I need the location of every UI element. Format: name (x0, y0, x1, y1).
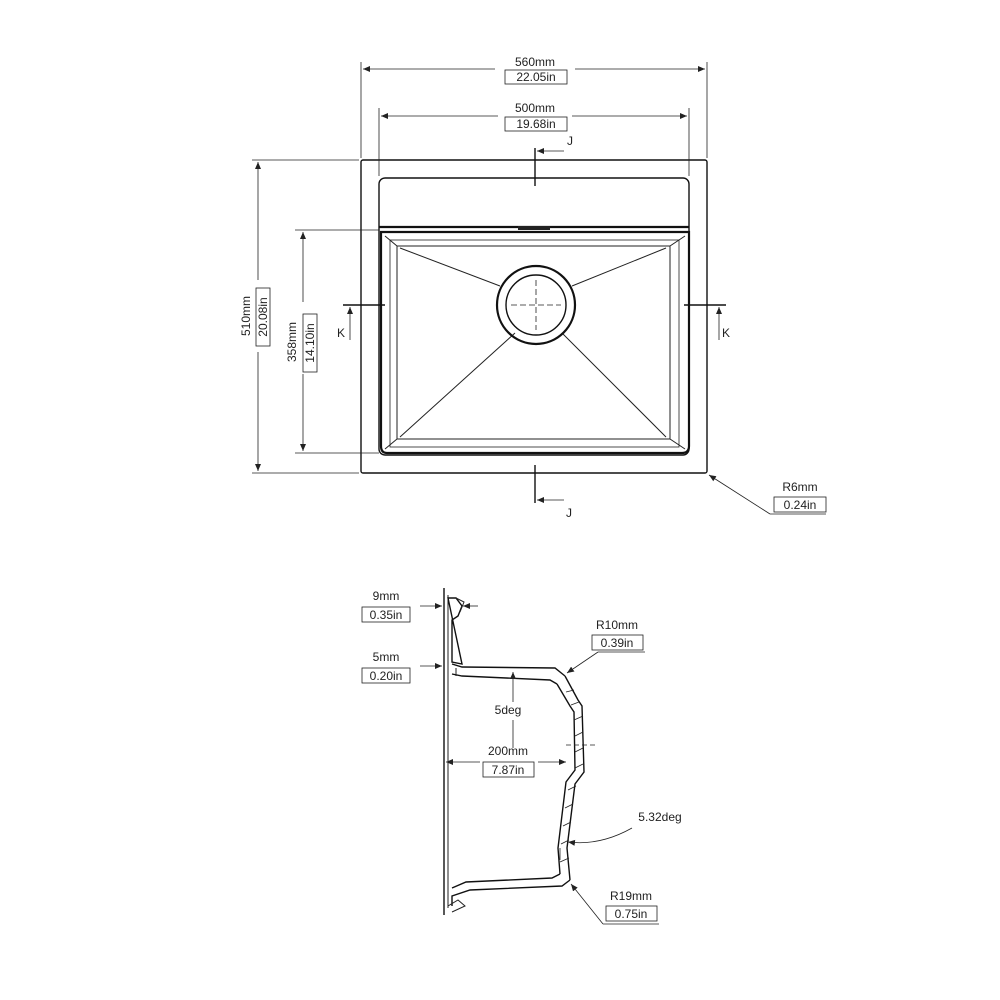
overall-width-in: 22.05in (516, 70, 555, 84)
bowl-depth-mm: 358mm (285, 322, 299, 362)
section-k-label-left: K (337, 326, 345, 340)
lower-ledge-outer (451, 879, 571, 906)
bowl-wall-inner (556, 683, 576, 875)
radius-leader (708, 474, 771, 515)
bowl-bottom (396, 245, 671, 440)
overall-depth-mm: 510mm (239, 296, 253, 336)
upper-rim-profile (447, 597, 463, 665)
inner-width-mm: 500mm (515, 101, 555, 115)
bowl-height-in: 7.87in (492, 763, 525, 777)
wall-hatch (559, 689, 584, 863)
lower-radius-in: 0.75in (615, 907, 648, 921)
angle-arrow (567, 827, 633, 846)
upper-ledge-bottom (451, 673, 558, 685)
upper-radius-in: 0.39in (601, 636, 634, 650)
rim-thickness-in: 0.35in (370, 608, 403, 622)
rim-thickness-mm: 9mm (373, 589, 400, 603)
corner-radius-mm: R6mm (782, 480, 817, 494)
sink-outer-outline (360, 159, 708, 474)
drain-inner (505, 274, 567, 336)
drain-outer (495, 264, 577, 346)
corner-radius-in: 0.24in (784, 498, 817, 512)
slope-line (399, 247, 501, 287)
overall-width-mm: 560mm (515, 55, 555, 69)
ledge-thickness-in: 0.20in (370, 669, 403, 683)
section-j-label-bottom: J (566, 506, 572, 520)
bevel-line (384, 438, 398, 450)
upper-radius-mm: R10mm (596, 618, 638, 632)
section-view: 9mm 0.35in 5mm 0.20in R10mm 0.39in 5deg … (361, 588, 682, 925)
slope-line (561, 332, 667, 438)
bevel-line (669, 235, 686, 247)
upper-ledge-top (451, 663, 566, 677)
radius-leader (570, 883, 604, 925)
overall-depth-in: 20.08in (256, 297, 270, 336)
lower-rim-profile (447, 899, 466, 913)
wall-angle: 5.32deg (638, 810, 681, 824)
section-k-label-right: K (722, 326, 730, 340)
bowl-height-mm: 200mm (488, 744, 528, 758)
section-j-label-top: J (567, 134, 573, 148)
lower-ledge-inner (451, 873, 561, 889)
bowl-depth-in: 14.10in (303, 323, 317, 362)
bowl-wall-outer (564, 675, 585, 881)
bowl-outer-edge (379, 230, 691, 455)
bevel-line (384, 235, 398, 247)
bowl-chamfer (389, 239, 680, 448)
top-view: 560mm 22.05in 500mm 19.68in 510mm 20.08i… (239, 55, 827, 520)
bevel-line (669, 438, 686, 450)
deck-notch (518, 226, 550, 230)
inner-width-in: 19.68in (516, 117, 555, 131)
slope-line (399, 332, 516, 438)
upper-rim-profile (455, 597, 465, 613)
ledge-thickness-mm: 5mm (373, 650, 400, 664)
lower-radius-mm: R19mm (610, 889, 652, 903)
slope-angle: 5deg (495, 703, 522, 717)
radius-leader (566, 651, 599, 674)
slope-line (571, 247, 667, 287)
